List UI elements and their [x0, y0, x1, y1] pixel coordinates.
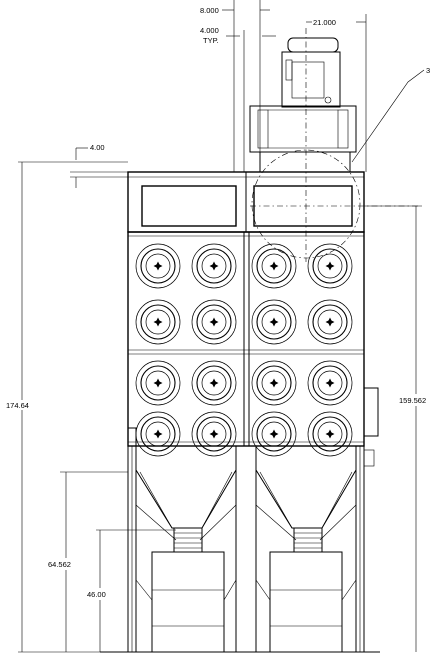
hopper-left	[135, 445, 237, 553]
inlet-port-left	[141, 185, 237, 227]
dim-top-width-b: 4.000 TYP.	[200, 26, 276, 172]
filter-cartridge-grid	[135, 243, 353, 457]
callout-number: 3	[426, 66, 430, 75]
dust-bin-left	[135, 551, 237, 653]
dim-label-4-00: 4.00	[90, 143, 105, 152]
filter-cartridge	[251, 243, 297, 289]
dim-label-typ: TYP.	[203, 36, 219, 45]
filter-cartridge	[191, 360, 237, 406]
filter-cartridge	[191, 299, 237, 345]
filter-cartridge	[135, 360, 181, 406]
dim-label-21-000: 21.000	[313, 18, 336, 27]
dim-top-width-a: 8.000	[200, 0, 270, 172]
support-frame	[127, 427, 365, 653]
dim-label-46-00: 46.00	[87, 590, 106, 599]
dust-bin-right	[255, 551, 357, 653]
dim-header-offset: 4.00	[70, 143, 128, 188]
hopper-right	[255, 445, 357, 553]
filter-cartridge	[307, 360, 353, 406]
dim-label-174-64: 174.64	[6, 401, 29, 410]
filter-cartridge	[135, 243, 181, 289]
filter-cartridge	[307, 299, 353, 345]
filter-cartridge	[191, 411, 237, 457]
dim-label-159-562: 159.562	[399, 396, 426, 405]
filter-cartridge	[251, 299, 297, 345]
header-plenum	[127, 171, 420, 233]
filter-cartridge	[135, 299, 181, 345]
filter-cartridge	[307, 243, 353, 289]
dim-label-4-000: 4.000	[200, 26, 219, 35]
dim-hopper-height: 64.562	[46, 471, 128, 652]
motor-blower-assembly	[249, 28, 361, 262]
filter-cartridge	[191, 243, 237, 289]
filter-cartridge	[251, 360, 297, 406]
dim-motor-offset: 21.000	[306, 14, 367, 172]
callout-leader: 3	[351, 66, 430, 163]
dim-inlet-height: 159.562	[364, 205, 434, 652]
dim-label-64-562: 64.562	[48, 560, 71, 569]
filter-cartridge	[251, 411, 297, 457]
cartridge-cabinet	[127, 231, 379, 467]
dim-bin-height: 46.00	[84, 529, 176, 652]
filter-cartridge	[135, 411, 181, 457]
filter-cartridge	[307, 411, 353, 457]
dim-overall-height: 174.64	[4, 161, 128, 653]
dim-label-8-000: 8.000	[200, 6, 219, 15]
